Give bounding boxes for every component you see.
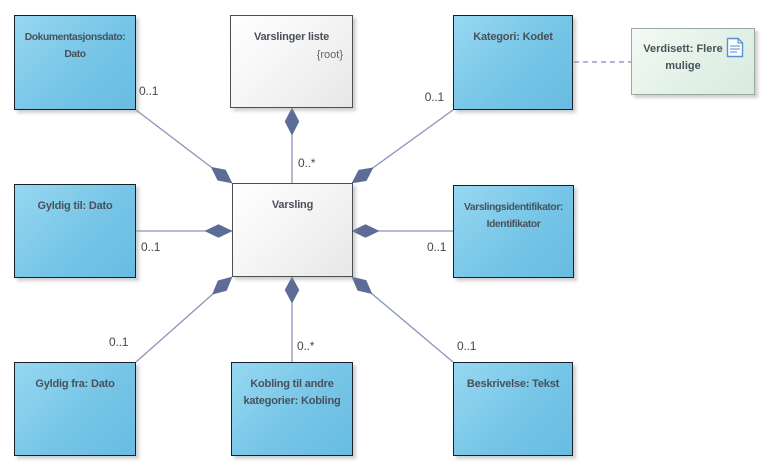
label-line: Dokumentasjonsdato: (24, 32, 126, 43)
multiplicity-dokumentasjonsdato: 0..1 (139, 84, 159, 98)
document-icon (726, 35, 746, 90)
aggregation-diamond-varslinger-liste (284, 107, 300, 136)
node-verdisett-note[interactable]: Verdisett: Flere mulige (631, 28, 755, 95)
aggregation-diamond-kategori (351, 167, 374, 184)
node-label: Gyldig til: Dato (37, 200, 113, 212)
label-line: Identifikator (486, 219, 541, 230)
note-body: Verdisett: Flere mulige (632, 29, 754, 94)
aggregation-diamond-varslingsidentifikator (351, 224, 380, 238)
node-gyldig-fra[interactable]: Gyldig fra: Dato (14, 362, 136, 456)
multiplicity-beskrivelse: 0..1 (457, 339, 477, 353)
multiplicity-gyldig-til: 0..1 (141, 240, 161, 254)
aggregation-diamond-gyldig-fra (212, 276, 233, 295)
aggregation-diamond-gyldig-til (204, 224, 233, 238)
root-stereotype: {root} (316, 49, 343, 61)
aggregation-diamond-kobling (284, 276, 300, 304)
node-label: Kategori: Kodet (473, 31, 553, 43)
label-line: Flere mulige (665, 43, 723, 72)
node-varslinger-liste[interactable]: Varslinger liste {root} (230, 15, 353, 108)
node-label: Varsling (271, 199, 314, 211)
label-line: Varslingsidentifikator: (464, 202, 563, 213)
node-varsling[interactable]: Varsling (232, 183, 353, 277)
node-label: Kobling til andre kategorier: Kobling (232, 363, 352, 410)
label-line: Verdisett: (643, 43, 694, 55)
node-beskrivelse[interactable]: Beskrivelse: Tekst (453, 362, 573, 456)
multiplicity-kategori: 0..1 (424, 90, 444, 104)
node-label: Varslingsidentifikator: Identifikator (454, 186, 573, 233)
label-line: Dato (64, 49, 86, 60)
label-line: Kobling til andre (250, 378, 334, 390)
node-label: Varslinger liste {root} (231, 16, 352, 64)
multiplicity-kobling: 0..* (297, 339, 315, 353)
node-label: Beskrivelse: Tekst (466, 378, 560, 390)
node-kobling[interactable]: Kobling til andre kategorier: Kobling (231, 362, 353, 456)
label-line: Varslinger liste (253, 31, 330, 43)
multiplicity-varslingsidentifikator: 0..1 (427, 240, 447, 254)
node-dokumentasjonsdato[interactable]: Dokumentasjonsdato: Dato (14, 15, 136, 110)
aggregation-diamond-dokumentasjonsdato (210, 166, 233, 184)
node-label: Dokumentasjonsdato: Dato (15, 16, 135, 63)
aggregation-diamond-beskrivelse (351, 276, 373, 295)
node-label: Gyldig fra: Dato (35, 378, 115, 390)
multiplicity-gyldig-fra: 0..1 (109, 335, 129, 349)
multiplicity-varslinger-liste: 0..* (298, 156, 316, 170)
label-line: kategorier: Kobling (243, 395, 341, 407)
node-label: Verdisett: Flere mulige (642, 35, 726, 90)
node-varslingsidentifikator[interactable]: Varslingsidentifikator: Identifikator (453, 185, 574, 278)
node-gyldig-til[interactable]: Gyldig til: Dato (14, 184, 136, 278)
node-kategori[interactable]: Kategori: Kodet (453, 15, 573, 110)
